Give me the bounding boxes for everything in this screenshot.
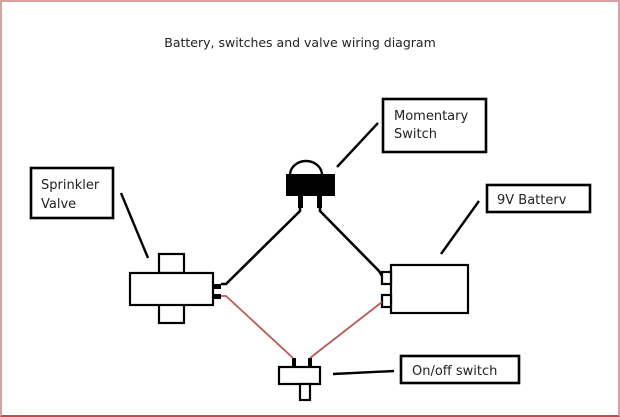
onoff-switch-leader-line: [332, 369, 395, 376]
momentary-switch-label-line1: Momentary: [394, 109, 468, 124]
sprinkler-valve-terminal-bottom: [213, 294, 221, 299]
wire-momentary-switch-to-battery: [318, 208, 384, 277]
momentary-switch-label-line2: Switch: [394, 127, 437, 142]
diagram-title: Battery, switches and valve wiring diagr…: [164, 35, 436, 50]
onoff-switch-actuator: [298, 382, 312, 402]
momentary-switch-pin-right: [317, 196, 322, 208]
sprinkler-valve: [128, 252, 221, 325]
sprinkler-valve-label-line1: Sprinkler: [41, 178, 100, 193]
wire-valve-to-momentary-switch: [221, 208, 302, 286]
battery-leader-line: [440, 200, 480, 255]
battery-label-text: 9V Batterv: [497, 193, 567, 208]
sprinkler-valve-body: [128, 271, 215, 307]
onoff-switch-label: On/off switch: [399, 354, 521, 385]
momentary-switch-leader-line: [336, 122, 379, 168]
momentary-switch-label-box: [381, 97, 488, 154]
onoff-switch-pin-left: [292, 358, 296, 367]
battery: [380, 263, 470, 315]
momentary-switch-body: [286, 174, 335, 196]
sprinkler-valve-label: Sprinkler Valve: [29, 166, 115, 220]
battery-body: [389, 263, 470, 315]
onoff-switch-label-box: [399, 354, 521, 385]
momentary-switch-label: Momentary Switch: [381, 97, 488, 154]
momentary-switch: [286, 159, 335, 208]
wire-onoff-switch-to-battery: [309, 301, 383, 359]
sprinkler-valve-leader-line: [119, 192, 150, 259]
onoff-switch-pin-right: [308, 358, 312, 367]
momentary-switch-pin-left: [298, 196, 303, 208]
battery-label: 9V Batterv: [485, 183, 592, 214]
onoff-switch-body: [277, 365, 322, 386]
wire-valve-to-onoff-switch: [221, 295, 294, 359]
sprinkler-valve-terminal-top: [213, 284, 221, 289]
sprinkler-valve-label-line2: Valve: [41, 197, 76, 212]
sprinkler-valve-bottom-port: [157, 302, 186, 325]
onoff-switch-label-text: On/off switch: [412, 364, 497, 379]
battery-label-box: [485, 183, 592, 214]
onoff-switch: [277, 358, 322, 402]
sprinkler-valve-top-port: [157, 252, 186, 275]
battery-terminal-bottom: [380, 293, 393, 309]
battery-terminal-top: [380, 270, 393, 286]
momentary-switch-button: [288, 159, 324, 176]
sprinkler-valve-label-box: [29, 166, 115, 220]
